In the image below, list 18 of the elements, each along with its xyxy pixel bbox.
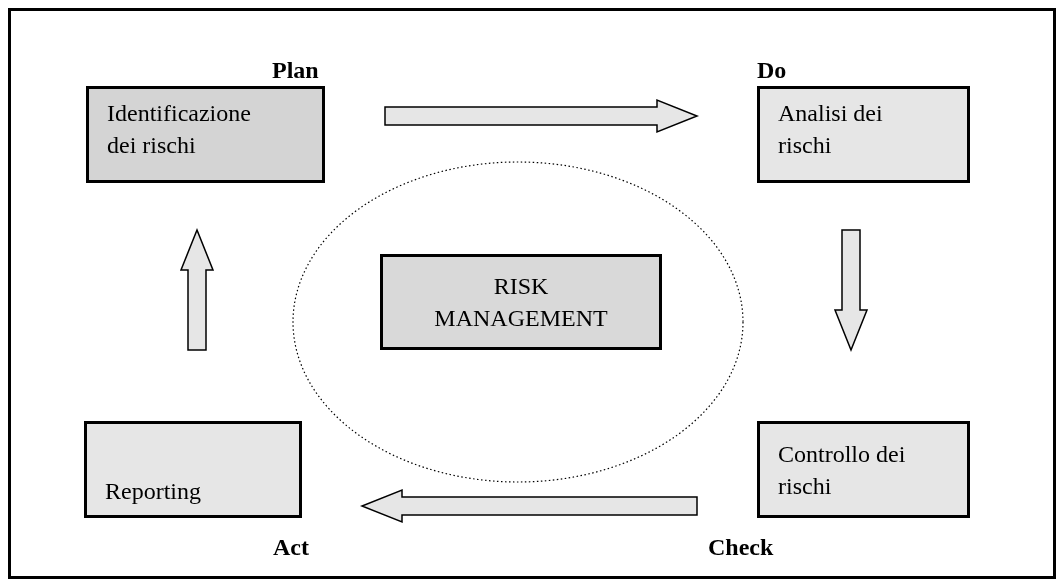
phase-label: Act: [273, 533, 309, 561]
phase-label: Plan: [272, 56, 319, 84]
phase-label: Do: [757, 56, 787, 84]
box-label: Controllo dei rischi: [778, 439, 907, 501]
block-arrow: [179, 228, 215, 351]
block-arrow: [833, 229, 869, 352]
box-label: Identificazione dei rischi: [107, 99, 252, 160]
box-label: Analisi dei rischi: [778, 99, 884, 160]
box-label: RISK MANAGEMENT: [433, 272, 609, 333]
process-box: [757, 421, 970, 518]
process-box: [86, 86, 325, 183]
phase-label: Check: [708, 533, 774, 561]
process-box: [84, 421, 302, 518]
box-label: Reporting: [105, 477, 201, 506]
process-box: [380, 254, 662, 350]
block-arrow: [360, 488, 698, 524]
process-box: [757, 86, 970, 183]
block-arrow: [384, 98, 699, 134]
